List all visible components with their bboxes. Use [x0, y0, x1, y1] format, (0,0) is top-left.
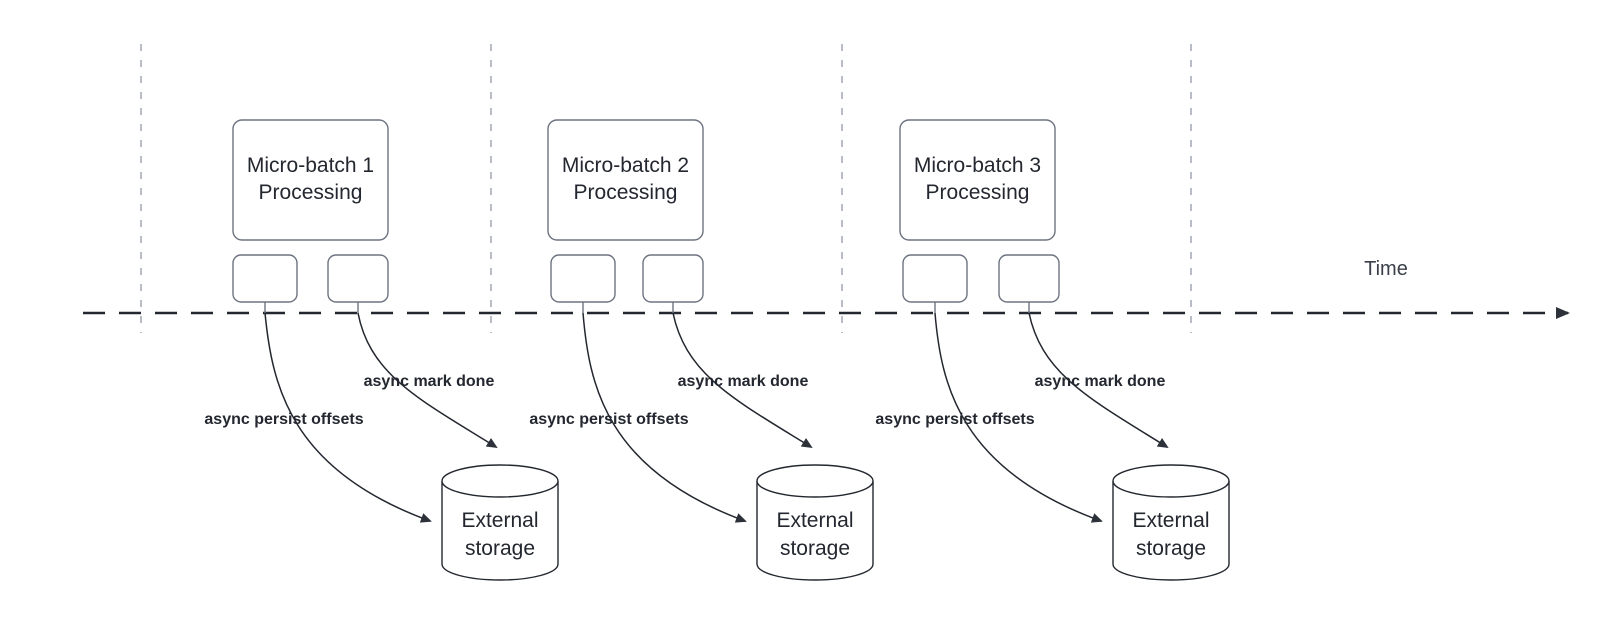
micro-batch-2-mark-done-task[interactable] — [642, 254, 704, 303]
micro-batch-3-mark-done-task[interactable] — [998, 254, 1060, 303]
micro-batch-1-mark-done-task[interactable] — [327, 254, 389, 303]
micro-batch-1-persist-task[interactable] — [232, 254, 298, 303]
micro-batch-3-box[interactable] — [899, 119, 1056, 241]
micro-batch-2-persist-task[interactable] — [550, 254, 616, 303]
external-storage-2[interactable]: External storage — [756, 464, 874, 581]
time-axis-label: Time — [1364, 258, 1408, 280]
micro-batch-2-persist-offsets-label: async persist offsets — [529, 411, 688, 428]
micro-batch-2-box[interactable] — [547, 119, 704, 241]
micro-batch-1-mark-done-label: async mark done — [364, 373, 495, 390]
external-storage-3-label-line2: storage — [1136, 537, 1206, 560]
micro-batch-2-group: Micro-batch 2 Processing async persist o… — [529, 119, 874, 581]
external-storage-1[interactable]: External storage — [441, 464, 559, 581]
micro-batch-2-mark-done-arrow — [672, 312, 813, 449]
micro-batch-3-persist-offsets-label: async persist offsets — [875, 411, 1034, 428]
micro-batch-1-mark-done-arrow — [357, 312, 498, 449]
external-storage-1-label-line1: External — [461, 509, 538, 532]
micro-batch-2-label-line1: Micro-batch 2 — [562, 154, 689, 177]
micro-batch-1-box[interactable] — [232, 119, 389, 241]
micro-batch-3-label-line1: Micro-batch 3 — [914, 154, 1041, 177]
micro-batch-2-persist-offsets-arrow — [582, 312, 747, 523]
micro-batch-1-label-line1: Micro-batch 1 — [247, 154, 374, 177]
micro-batch-3-label-line2: Processing — [926, 181, 1030, 204]
micro-batch-1-persist-offsets-label: async persist offsets — [204, 411, 363, 428]
time-axis: Time — [83, 258, 1570, 319]
micro-batch-3-persist-task[interactable] — [902, 254, 968, 303]
micro-batch-1-persist-offsets-arrow — [264, 312, 432, 523]
external-storage-2-label-line1: External — [776, 509, 853, 532]
external-storage-3-label-line1: External — [1132, 509, 1209, 532]
micro-batch-2-mark-done-label: async mark done — [678, 373, 809, 390]
micro-batch-3-persist-offsets-arrow — [934, 312, 1103, 523]
micro-batch-1-label-line2: Processing — [259, 181, 363, 204]
external-storage-1-label-line2: storage — [465, 537, 535, 560]
micro-batch-3-mark-done-arrow — [1028, 312, 1169, 449]
micro-batch-3-group: Micro-batch 3 Processing async persist o… — [875, 119, 1230, 581]
micro-batch-3-mark-done-label: async mark done — [1035, 373, 1166, 390]
external-storage-3[interactable]: External storage — [1112, 464, 1230, 581]
batch-boundary-guides — [140, 44, 1192, 333]
micro-batch-1-group: Micro-batch 1 Processing async persist o… — [204, 119, 559, 581]
micro-batch-2-label-line2: Processing — [574, 181, 678, 204]
external-storage-2-label-line2: storage — [780, 537, 850, 560]
